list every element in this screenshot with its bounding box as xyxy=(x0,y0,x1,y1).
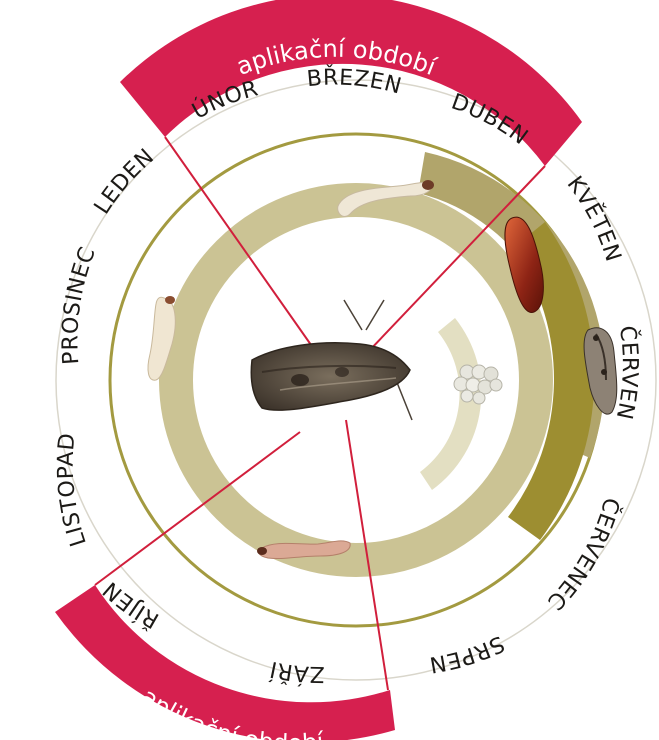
lifecycle-diagram: aplikační období aplikační období ÚNOR B… xyxy=(0,0,659,740)
